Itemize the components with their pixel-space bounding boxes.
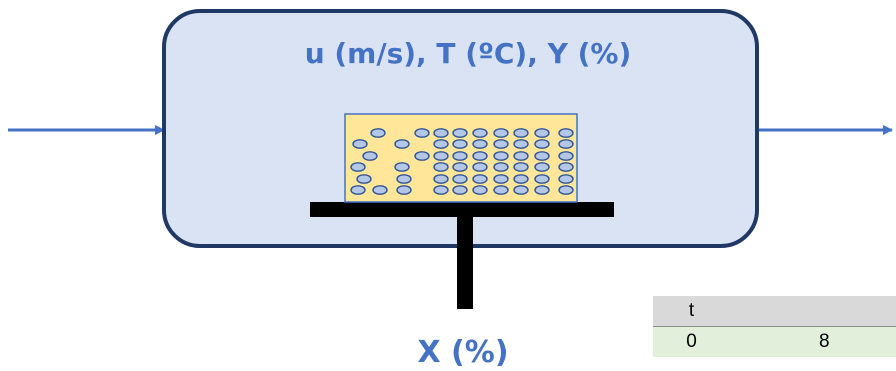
pore (513, 139, 529, 149)
pore (472, 139, 488, 149)
pore (558, 128, 574, 138)
pore (352, 139, 368, 149)
table-cell: 8 (730, 326, 896, 357)
pore (433, 185, 449, 195)
pore (513, 174, 529, 184)
support-stem (457, 209, 473, 309)
pore (513, 128, 529, 138)
pore (362, 151, 378, 161)
pore (394, 139, 410, 149)
sample-pores (350, 128, 574, 195)
pore (558, 174, 574, 184)
data-table: t 0 8 (653, 296, 896, 357)
pore (350, 185, 366, 195)
pore (433, 174, 449, 184)
pore (534, 185, 550, 195)
pore (534, 139, 550, 149)
table-header-cell (730, 296, 896, 327)
support-tray (310, 202, 614, 217)
table-header-cell: t (653, 296, 730, 327)
table-row: 0 8 (653, 326, 896, 357)
pore (534, 151, 550, 161)
pore (493, 139, 509, 149)
pore (394, 162, 410, 172)
pore (493, 162, 509, 172)
pore (396, 174, 412, 184)
pore (356, 174, 372, 184)
pore (493, 185, 509, 195)
pore (493, 151, 509, 161)
pore (433, 151, 449, 161)
pore (513, 185, 529, 195)
pore (414, 128, 430, 138)
pore (472, 162, 488, 172)
pore (534, 162, 550, 172)
pore (452, 185, 468, 195)
chamber-conditions-label: u (m/s), T (ºC), Y (%) (305, 37, 632, 70)
pore (513, 151, 529, 161)
pore (472, 174, 488, 184)
pore (472, 151, 488, 161)
pore (350, 162, 366, 172)
output-label: X (%) (417, 335, 508, 370)
pore (472, 185, 488, 195)
pore (372, 185, 388, 195)
pore (396, 185, 412, 195)
pore (534, 128, 550, 138)
table-cell: 0 (653, 326, 730, 357)
pore (414, 151, 430, 161)
table-header-row: t (653, 296, 896, 327)
pore (513, 162, 529, 172)
pore (433, 162, 449, 172)
pore (558, 151, 574, 161)
pore (558, 185, 574, 195)
pore (452, 162, 468, 172)
pore (558, 162, 574, 172)
pore (534, 174, 550, 184)
pore (452, 128, 468, 138)
pore (452, 139, 468, 149)
pore (452, 151, 468, 161)
pore (493, 128, 509, 138)
pore (433, 128, 449, 138)
pore (493, 174, 509, 184)
pore (558, 139, 574, 149)
pore (452, 174, 468, 184)
pore (472, 128, 488, 138)
pore (370, 128, 386, 138)
pore (433, 139, 449, 149)
